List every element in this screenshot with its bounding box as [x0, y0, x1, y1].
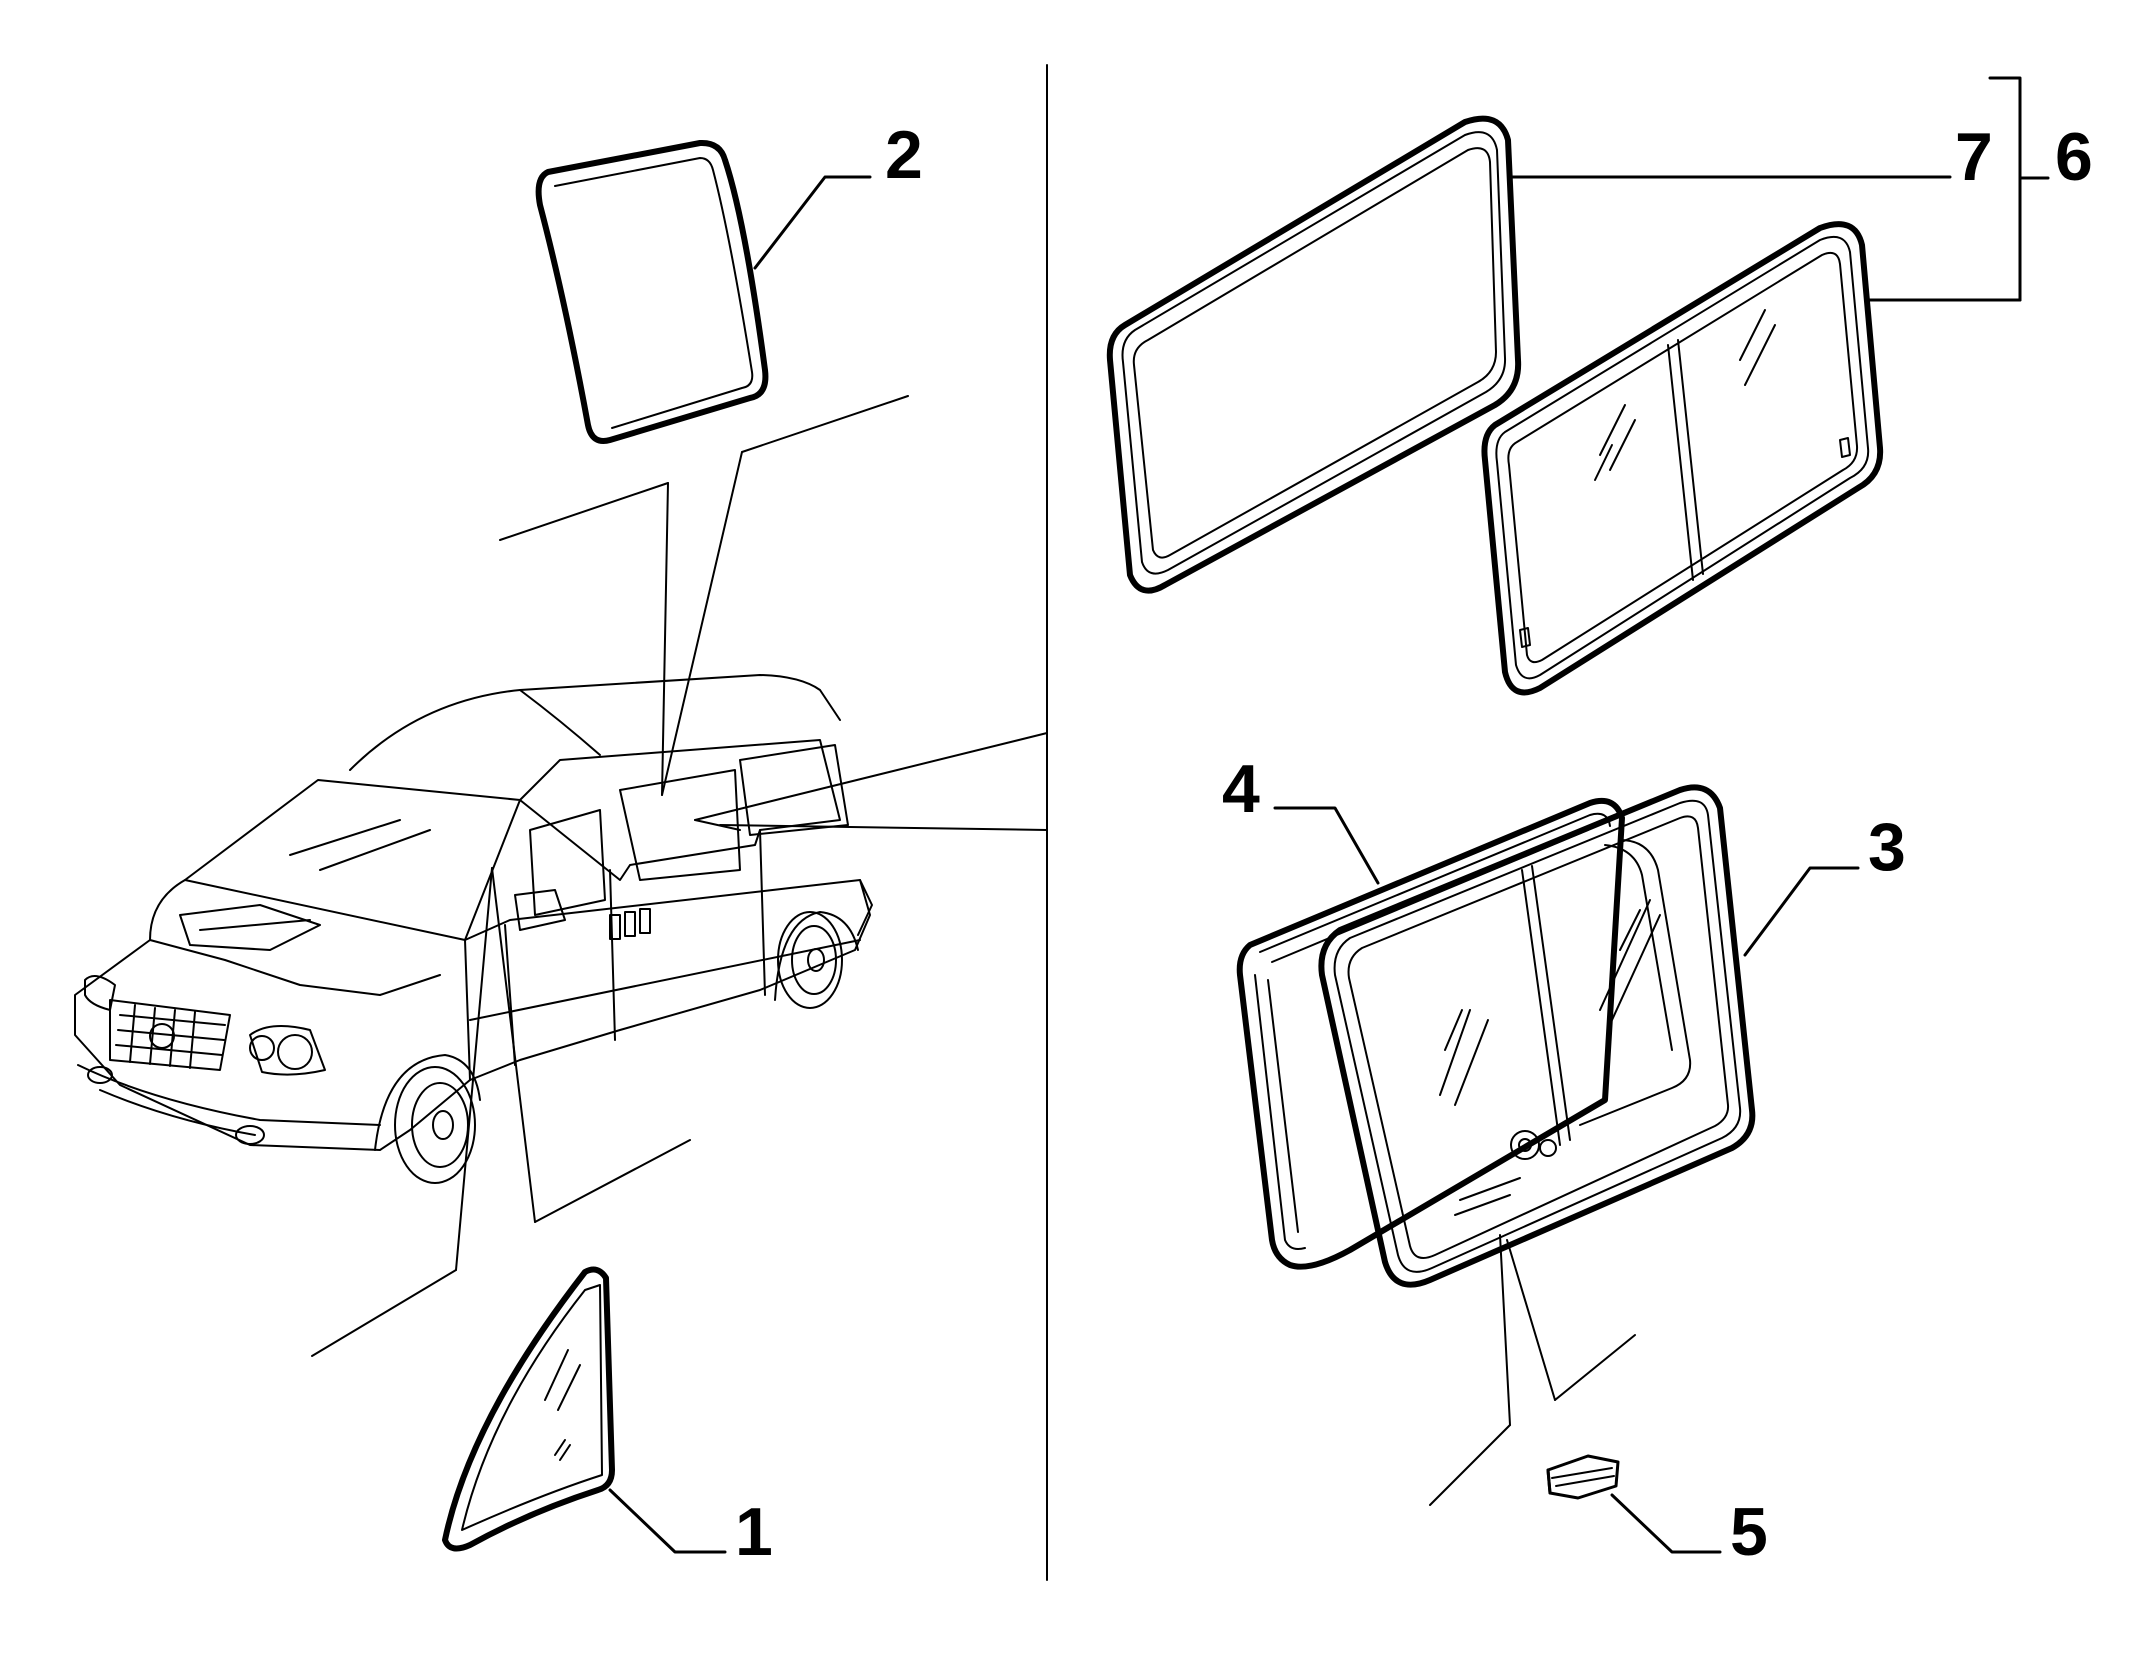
- part-5-clip: [1546, 1454, 1620, 1500]
- part-5-leader: [1610, 1493, 1722, 1554]
- part-6-sliding-window: [1481, 221, 1884, 696]
- part-5-leader-lines: [1429, 1234, 1636, 1506]
- callout-5: 5: [1730, 1494, 1768, 1570]
- van-leader-lines: [311, 395, 1048, 1357]
- part-2-quarter-glass: [535, 139, 769, 444]
- callout-7: 7: [1955, 119, 1993, 195]
- part-7-fixed-window: [1106, 115, 1522, 594]
- callout-4: 4: [1222, 751, 1260, 827]
- van-illustration: [74, 674, 873, 1184]
- part-1-triangle-glass: [442, 1266, 615, 1552]
- part-3-leader: [1743, 866, 1860, 957]
- part-3-sliding-window-latch: [1318, 784, 1756, 1288]
- part-1-leader: [608, 1488, 727, 1554]
- part-4-leader: [1273, 806, 1380, 885]
- callout-1: 1: [735, 1494, 773, 1570]
- part-2-leader: [753, 175, 872, 270]
- part-4-seal-frame: [1236, 797, 1625, 1270]
- callout-3: 3: [1868, 809, 1906, 885]
- callout-6: 6: [2055, 119, 2093, 195]
- part-6-7-bracket: [1508, 76, 2050, 302]
- callout-2: 2: [885, 117, 923, 193]
